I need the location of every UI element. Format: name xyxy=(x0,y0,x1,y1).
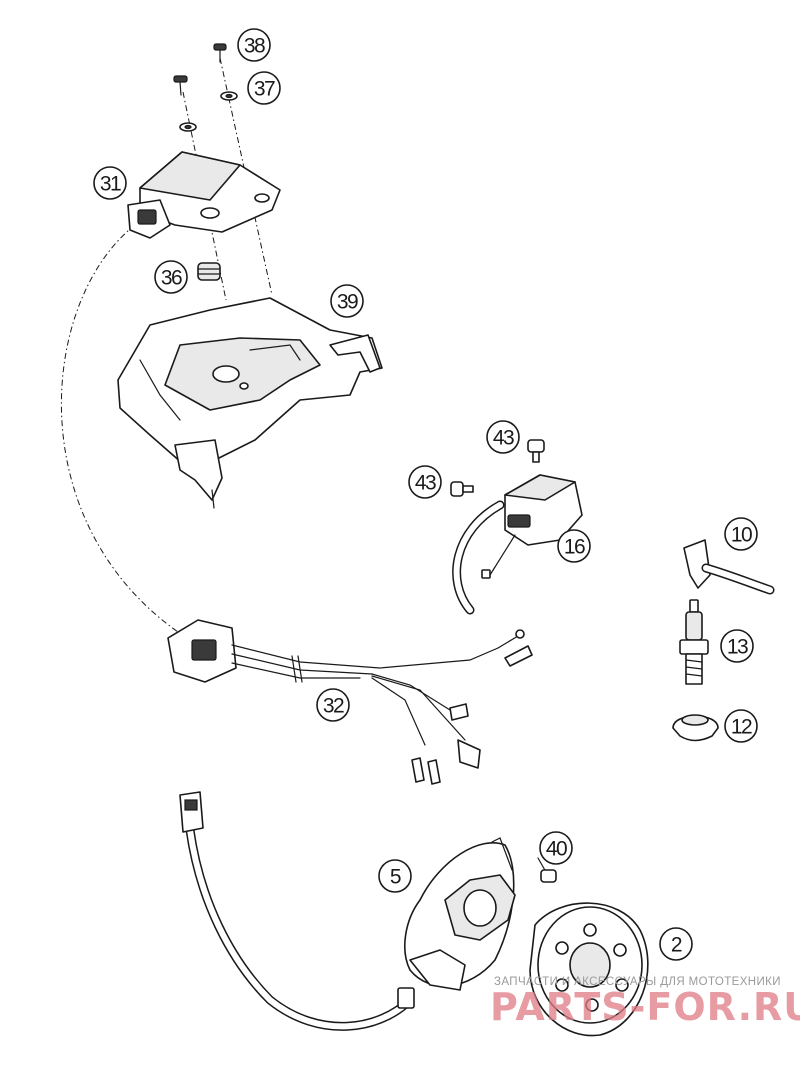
callout-32: 32 xyxy=(316,688,350,722)
plug-boot-12 xyxy=(672,714,719,742)
callout-43-left: 43 xyxy=(408,465,442,499)
spark-plug-cap-10 xyxy=(683,539,775,595)
svg-text:12: 12 xyxy=(731,716,752,739)
ignition-coil-16 xyxy=(452,474,583,615)
svg-text:32: 32 xyxy=(323,695,344,718)
flywheel-2 xyxy=(529,902,649,1037)
svg-text:10: 10 xyxy=(731,524,752,547)
callout-43-top: 43 xyxy=(486,420,520,454)
wire-harness-32 xyxy=(167,619,533,785)
callout-13: 13 xyxy=(720,629,754,663)
grommet-36 xyxy=(197,262,221,281)
callout-16: 16 xyxy=(557,529,591,563)
svg-text:16: 16 xyxy=(564,536,585,559)
svg-text:39: 39 xyxy=(337,291,358,314)
callout-36: 36 xyxy=(154,260,188,294)
callout-12: 12 xyxy=(724,709,758,743)
svg-text:31: 31 xyxy=(100,173,121,196)
callout-31: 31 xyxy=(93,166,127,200)
callout-37: 37 xyxy=(247,71,281,105)
spark-plug-13 xyxy=(679,599,709,685)
stator-cable xyxy=(179,791,415,1031)
callout-40: 40 xyxy=(539,831,573,865)
svg-text:40: 40 xyxy=(546,838,567,861)
washer-37 xyxy=(220,91,238,101)
bolt-43-left xyxy=(450,481,474,497)
svg-text:43: 43 xyxy=(493,427,514,450)
svg-text:5: 5 xyxy=(390,866,401,889)
callout-38: 38 xyxy=(237,28,271,62)
callout-2: 2 xyxy=(659,927,693,961)
cdi-unit-31 xyxy=(127,151,281,239)
callouts: 38 37 31 36 39 43 43 16 xyxy=(93,28,758,961)
svg-text:2: 2 xyxy=(671,934,682,957)
svg-text:38: 38 xyxy=(244,35,265,58)
screw-left xyxy=(173,75,188,96)
watermark: ЗАПЧАСТИ И АКСЕССУАРЫ ДЛЯ МОТОТЕХНИКИ PA… xyxy=(490,976,800,1029)
svg-text:43: 43 xyxy=(415,472,436,495)
svg-text:36: 36 xyxy=(161,267,182,290)
watermark-tagline: ЗАПЧАСТИ И АКСЕССУАРЫ ДЛЯ МОТОТЕХНИКИ xyxy=(494,976,781,988)
stator-5 xyxy=(404,837,516,991)
screw-38 xyxy=(213,43,227,63)
svg-text:37: 37 xyxy=(254,78,275,101)
bolt-43-top xyxy=(527,439,545,463)
watermark-brand: PARTS-FOR.RU xyxy=(490,985,800,1029)
callout-10: 10 xyxy=(724,517,758,551)
callout-39: 39 xyxy=(330,284,364,318)
svg-text:13: 13 xyxy=(727,636,748,659)
bracket-39 xyxy=(117,297,383,509)
callout-5: 5 xyxy=(378,859,412,893)
washer-left xyxy=(179,122,197,132)
bolt-40 xyxy=(537,857,557,883)
